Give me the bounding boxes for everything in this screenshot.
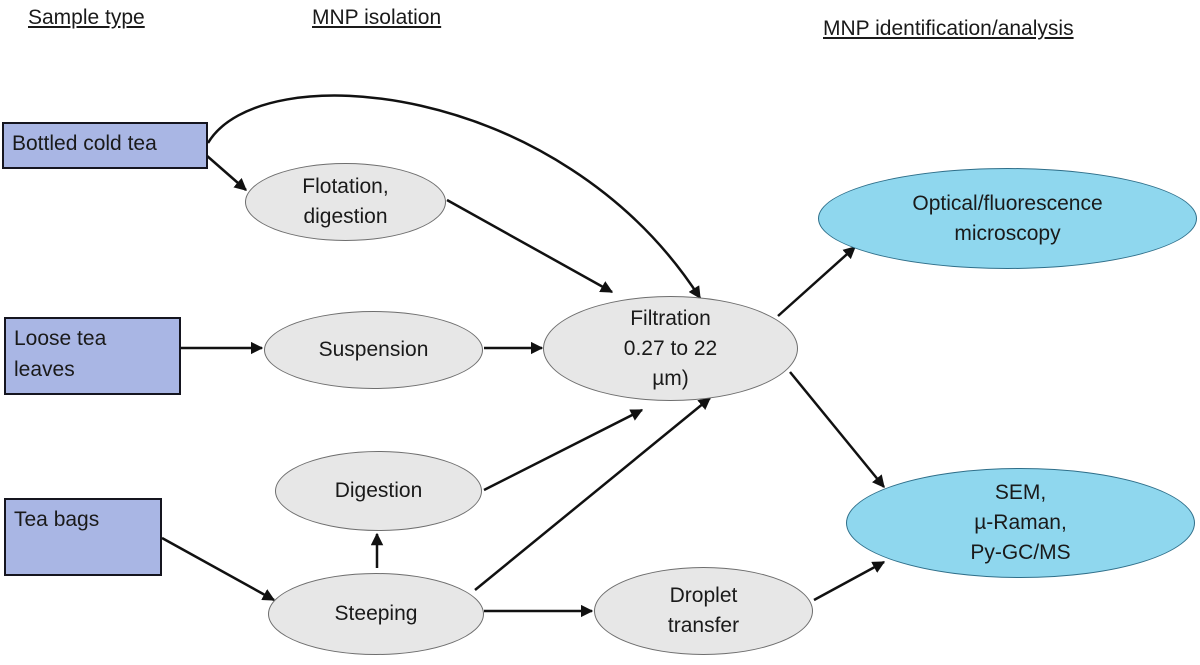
node-sem-line3: Py-GC/MS	[970, 541, 1071, 564]
node-sem-raman-pygcms: SEM, µ-Raman, Py-GC/MS	[846, 468, 1195, 578]
node-optical-line1: Optical/fluorescence	[912, 191, 1103, 215]
arrow-filtration-to-optical	[777, 246, 856, 317]
node-droplet-transfer: Droplet transfer	[594, 567, 813, 655]
arrow-bags-to-steeping	[161, 536, 276, 602]
node-optical-fluorescence-microscopy: Optical/fluorescence microscopy	[818, 168, 1197, 269]
node-flotation-line1: Flotation,	[302, 175, 389, 198]
header-mnp-isolation: MNP isolation	[312, 6, 442, 29]
arrow-steeping-to-filtration	[474, 397, 711, 591]
node-filtration: Filtration 0.27 to 22 µm)	[543, 296, 798, 401]
sample-bottled-label: Bottled cold tea	[12, 132, 157, 155]
node-droplet-line2: transfer	[667, 614, 740, 637]
node-filtration-line1: Filtration	[630, 306, 711, 330]
node-droplet-line1: Droplet	[669, 584, 738, 607]
sample-loose-tea-leaves: Loose tea leaves	[4, 317, 181, 395]
header-sample-type: Sample type	[28, 6, 145, 29]
sample-loose-label-line2: leaves	[14, 358, 75, 381]
header-mnp-analysis: MNP identification/analysis	[823, 17, 1074, 40]
node-digestion: Digestion	[275, 451, 482, 531]
node-suspension: Suspension	[264, 311, 483, 389]
node-steeping: Steeping	[268, 573, 484, 655]
sample-bags-label: Tea bags	[14, 508, 100, 531]
node-steeping-label: Steeping	[334, 602, 418, 625]
arrow-bottled-to-filtration	[206, 94, 702, 300]
node-digestion-label: Digestion	[334, 479, 423, 502]
node-flotation-line2: digestion	[303, 205, 388, 228]
sample-loose-label-line1: Loose tea	[14, 327, 107, 350]
node-suspension-label: Suspension	[318, 338, 429, 361]
node-sem-line1: SEM,	[994, 481, 1047, 504]
node-sem-line2: µ-Raman,	[974, 511, 1067, 534]
arrow-bottled-to-flotation	[205, 154, 247, 191]
sample-bottled-cold-tea: Bottled cold tea	[2, 122, 208, 169]
arrow-filtration-to-sem	[789, 371, 885, 488]
sample-tea-bags: Tea bags	[4, 498, 162, 576]
node-optical-line2: microscopy	[954, 221, 1061, 245]
arrow-droplet-to-sem	[813, 560, 886, 602]
node-flotation-digestion: Flotation, digestion	[245, 163, 446, 241]
node-filtration-line2: 0.27 to 22	[623, 336, 718, 360]
arrow-digestion-to-filtration	[483, 408, 644, 492]
arrow-flotation-to-filtration	[446, 198, 614, 294]
node-filtration-line3: µm)	[652, 366, 689, 390]
